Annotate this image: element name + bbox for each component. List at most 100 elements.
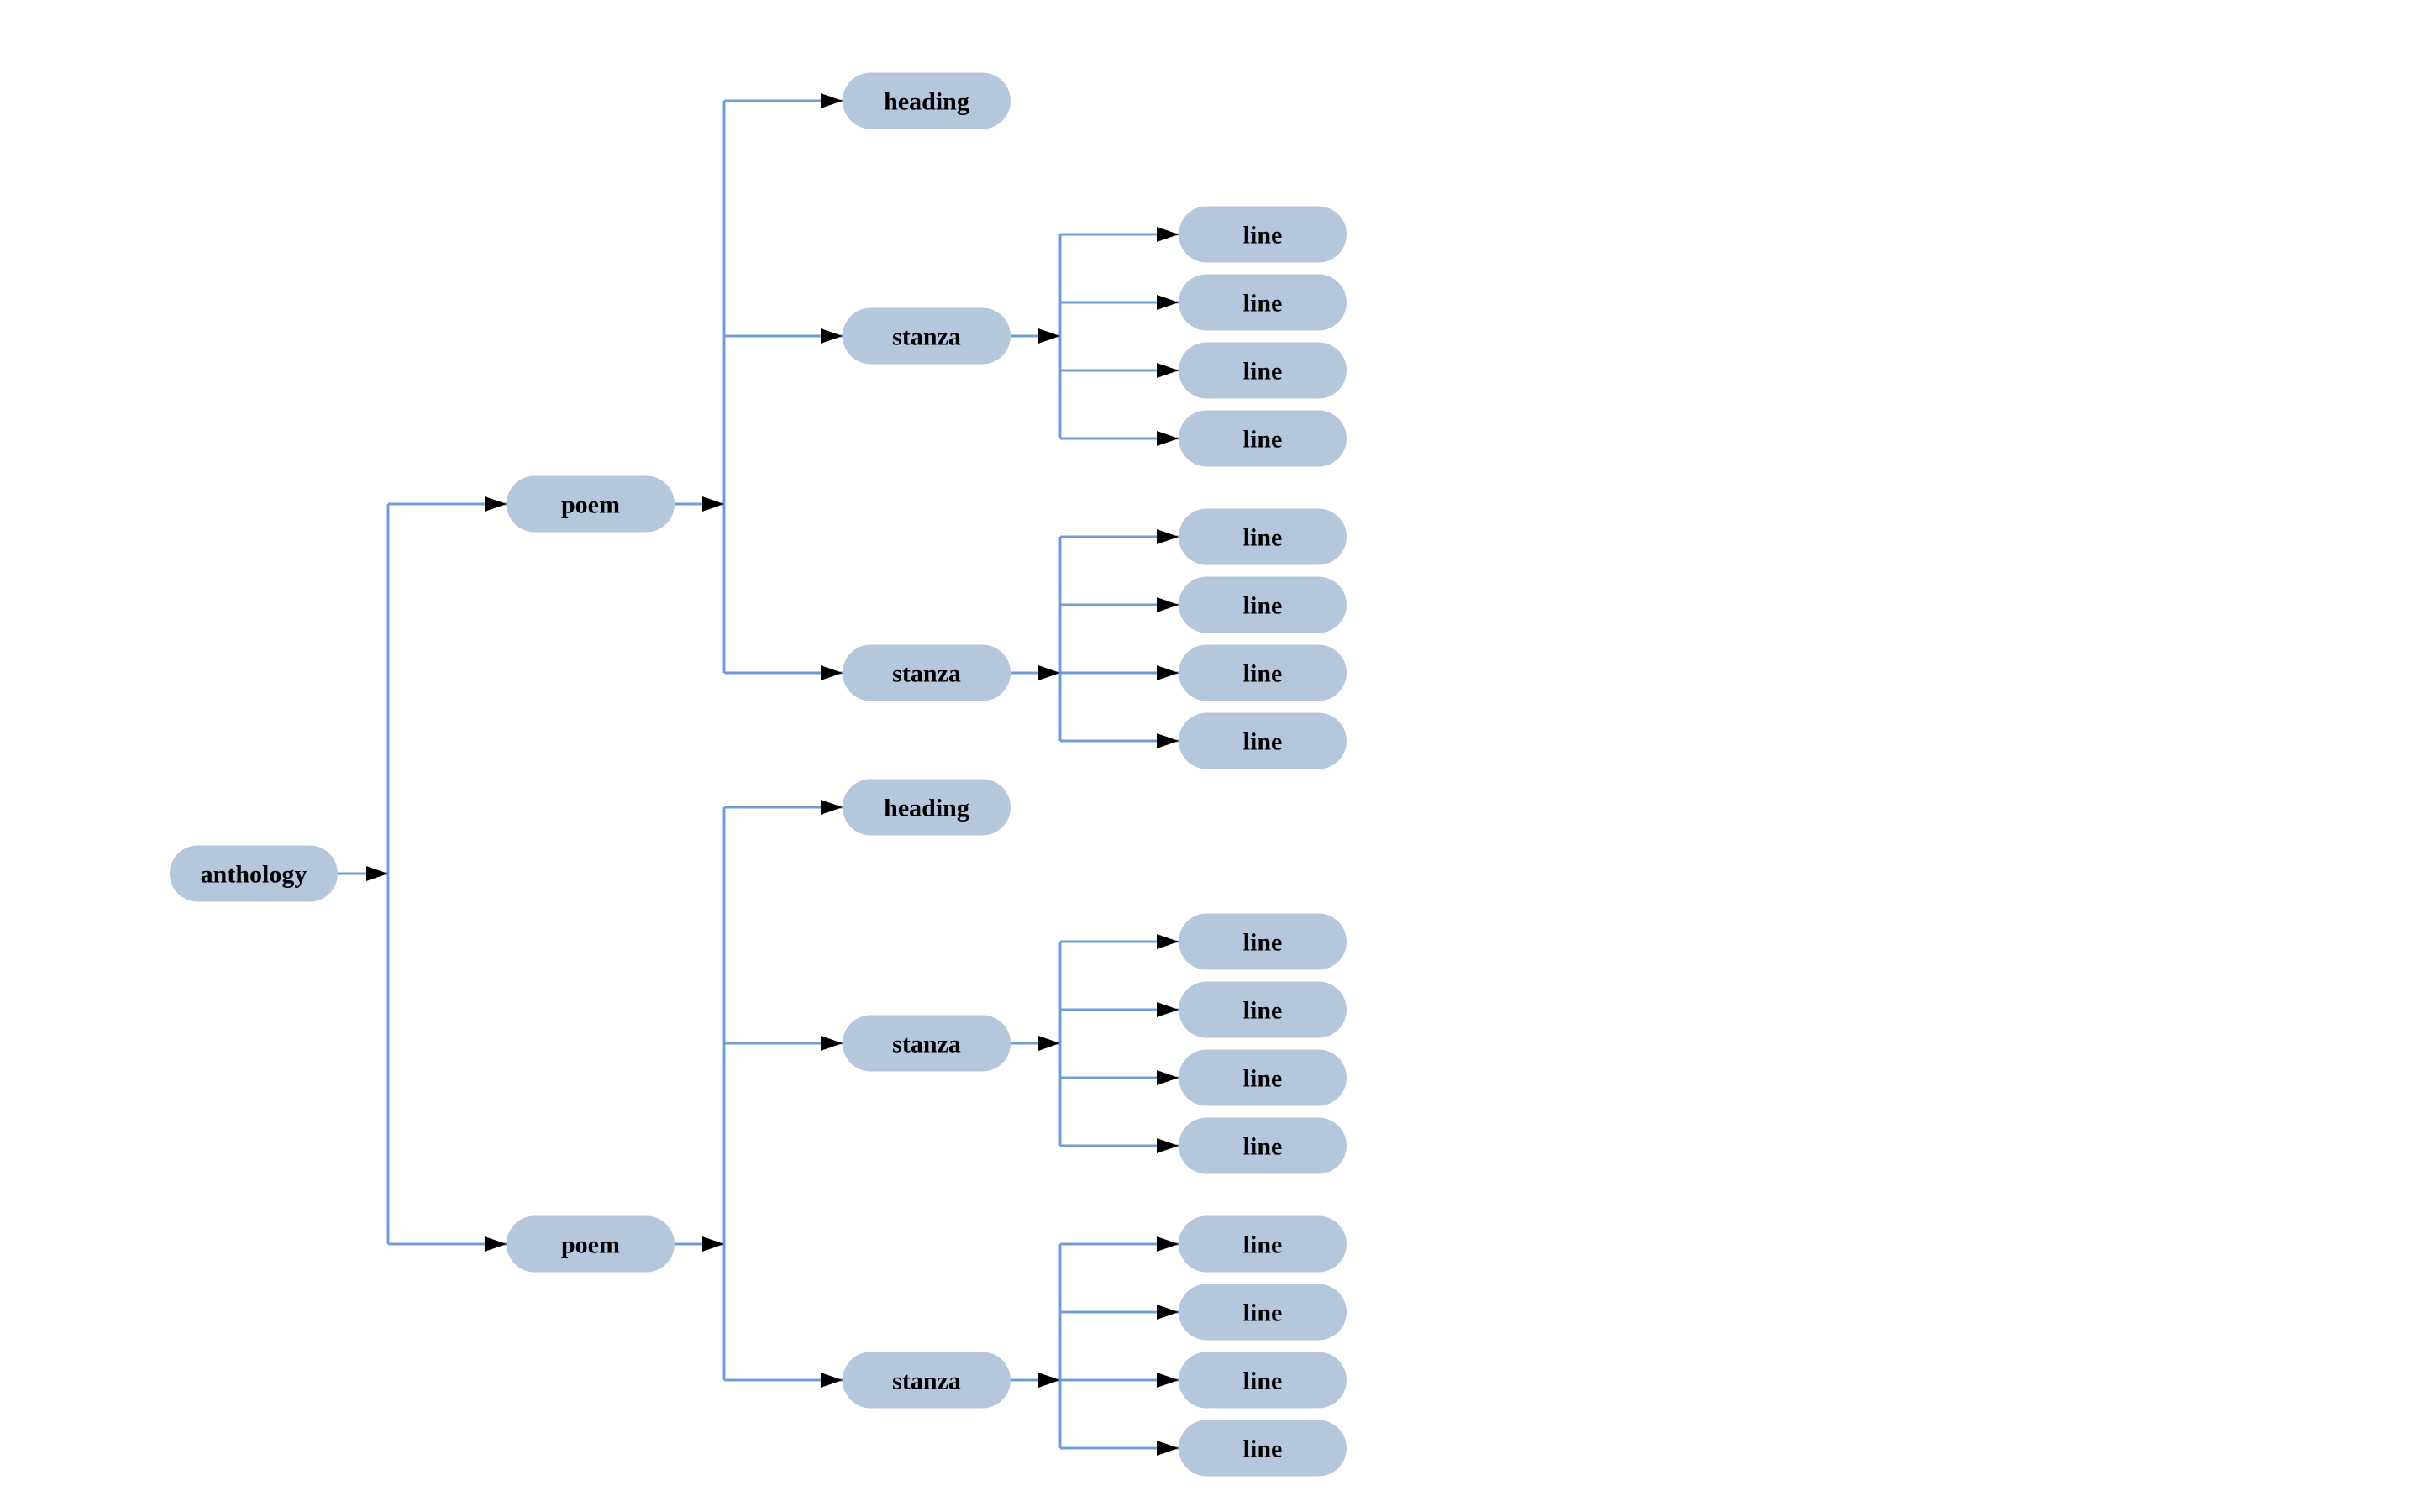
node-pill [507, 1215, 675, 1273]
node-pill [507, 475, 675, 533]
tree-node-poem: poem [507, 1215, 675, 1273]
node-label: line [1243, 1231, 1283, 1259]
node-pill [1179, 1049, 1347, 1106]
arrowhead-icon [1157, 227, 1179, 242]
node-label: stanza [892, 1368, 961, 1395]
node-pill [1179, 206, 1347, 263]
node-pill [1179, 1215, 1347, 1273]
tree-node-line: line [1179, 206, 1347, 263]
arrowhead-icon [1157, 1002, 1179, 1017]
arrowhead-icon [1157, 1138, 1179, 1153]
node-label: line [1243, 524, 1283, 552]
tree-node-line: line [1179, 1215, 1347, 1273]
arrowhead-icon [366, 866, 388, 881]
node-pill [843, 1352, 1011, 1409]
node-label: stanza [892, 1031, 961, 1058]
node-label: line [1243, 426, 1283, 454]
tree-node-heading: heading [843, 779, 1011, 836]
tree-node-heading: heading [843, 72, 1011, 129]
arrowhead-icon [1157, 733, 1179, 748]
arrowhead-icon [1157, 1070, 1179, 1085]
arrowhead-icon [1038, 1036, 1060, 1051]
node-pill [1179, 274, 1347, 331]
node-pill [843, 644, 1011, 701]
node-pill [1179, 981, 1347, 1038]
tree-node-line: line [1179, 410, 1347, 467]
node-label: line [1243, 1368, 1283, 1395]
node-label: line [1243, 290, 1283, 318]
node-pill [1179, 1284, 1347, 1341]
arrowhead-icon [702, 496, 724, 512]
node-label: heading [884, 88, 969, 116]
arrowhead-icon [821, 800, 843, 815]
arrowhead-icon [1157, 665, 1179, 680]
node-pill [1179, 913, 1347, 970]
node-label: stanza [892, 323, 961, 351]
tree-node-stanza: stanza [843, 307, 1011, 365]
arrowhead-icon [1038, 665, 1060, 680]
arrowhead-icon [821, 328, 843, 344]
tree-node-stanza: stanza [843, 1015, 1011, 1072]
arrowhead-icon [1157, 529, 1179, 544]
arrowhead-icon [821, 665, 843, 680]
node-label: line [1243, 1133, 1283, 1161]
arrowhead-icon [1157, 295, 1179, 310]
node-label: line [1243, 1065, 1283, 1093]
tree-node-line: line [1179, 1049, 1347, 1106]
node-pill [1179, 342, 1347, 399]
node-pill [1179, 508, 1347, 565]
node-label: line [1243, 1436, 1283, 1463]
node-label: poem [561, 1231, 620, 1259]
node-label: line [1243, 222, 1283, 249]
node-label: line [1243, 592, 1283, 620]
node-label: heading [884, 795, 969, 822]
tree-node-line: line [1179, 1420, 1347, 1477]
tree-node-line: line [1179, 913, 1347, 970]
node-pill [843, 307, 1011, 365]
node-pill [170, 845, 338, 902]
node-label: anthology [201, 861, 307, 889]
arrowhead-icon [1038, 1373, 1060, 1388]
arrowhead-icon [1157, 1305, 1179, 1320]
arrowhead-icon [821, 93, 843, 108]
node-pill [1179, 1117, 1347, 1174]
node-label: line [1243, 728, 1283, 756]
arrowhead-icon [1157, 363, 1179, 378]
node-label: line [1243, 929, 1283, 957]
node-pill [843, 779, 1011, 836]
tree-node-anthology: anthology [170, 845, 338, 902]
tree-node-line: line [1179, 981, 1347, 1038]
tree-node-line: line [1179, 342, 1347, 399]
node-pill [843, 72, 1011, 129]
node-label: line [1243, 1299, 1283, 1327]
arrowhead-icon [1157, 1236, 1179, 1252]
arrowhead-icon [702, 1236, 724, 1252]
node-label: line [1243, 997, 1283, 1025]
tree-node-line: line [1179, 1117, 1347, 1174]
tree-node-line: line [1179, 712, 1347, 769]
tree-node-line: line [1179, 508, 1347, 565]
tree-node-line: line [1179, 1284, 1347, 1341]
arrowhead-icon [1038, 328, 1060, 344]
node-pill [1179, 576, 1347, 633]
arrowhead-icon [485, 496, 507, 512]
tree-node-line: line [1179, 274, 1347, 331]
arrowhead-icon [1157, 934, 1179, 949]
arrowhead-icon [1157, 1373, 1179, 1388]
node-pill [1179, 410, 1347, 467]
node-pill [843, 1015, 1011, 1072]
tree-node-poem: poem [507, 475, 675, 533]
node-pill [1179, 1420, 1347, 1477]
node-pill [1179, 712, 1347, 769]
node-label: line [1243, 660, 1283, 688]
node-pill [1179, 644, 1347, 701]
arrowhead-icon [1157, 1441, 1179, 1456]
arrowhead-icon [821, 1373, 843, 1388]
arrowhead-icon [821, 1036, 843, 1051]
node-pill [1179, 1352, 1347, 1409]
node-label: poem [561, 491, 620, 519]
tree-node-line: line [1179, 644, 1347, 701]
tree-node-stanza: stanza [843, 1352, 1011, 1409]
